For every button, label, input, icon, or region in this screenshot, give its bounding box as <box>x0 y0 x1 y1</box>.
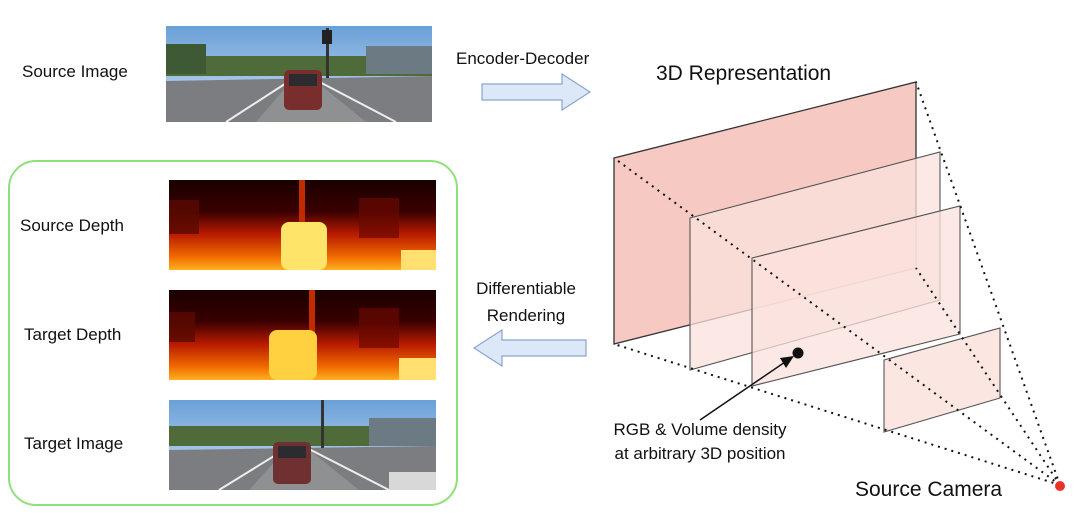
rgb-pointer-arrowhead <box>780 356 794 368</box>
source-camera-dot <box>1055 481 1065 491</box>
encoder-decoder-label: Encoder-Decoder <box>456 49 590 68</box>
rgb-density-label-line2: at arbitrary 3D position <box>614 444 786 463</box>
differentiable-label: Differentiable <box>476 279 576 298</box>
source-image-label: Source Image <box>22 62 128 81</box>
rgb-pointer-arrow <box>699 359 789 421</box>
depth-plane-near <box>883 327 1001 433</box>
source-depth-label: Source Depth <box>20 216 124 235</box>
right-arrow-icon <box>481 72 592 112</box>
target-depth-image <box>169 290 436 380</box>
frustum-rays <box>613 81 1061 486</box>
source-depth-image <box>169 180 436 270</box>
source-image <box>166 26 432 122</box>
representation-title: 3D Representation <box>656 62 832 85</box>
rgb-density-label-line1: RGB & Volume density <box>613 420 787 439</box>
source-camera-label: Source Camera <box>855 478 1003 501</box>
left-arrow-icon <box>472 328 587 368</box>
sample-point <box>792 347 804 359</box>
rendering-label: Rendering <box>486 306 566 325</box>
target-image-label: Target Image <box>24 434 124 453</box>
depth-plane-mid2 <box>751 205 961 387</box>
target-image <box>169 400 436 490</box>
target-depth-label: Target Depth <box>24 325 122 344</box>
rendered-outputs-panel <box>8 160 458 506</box>
